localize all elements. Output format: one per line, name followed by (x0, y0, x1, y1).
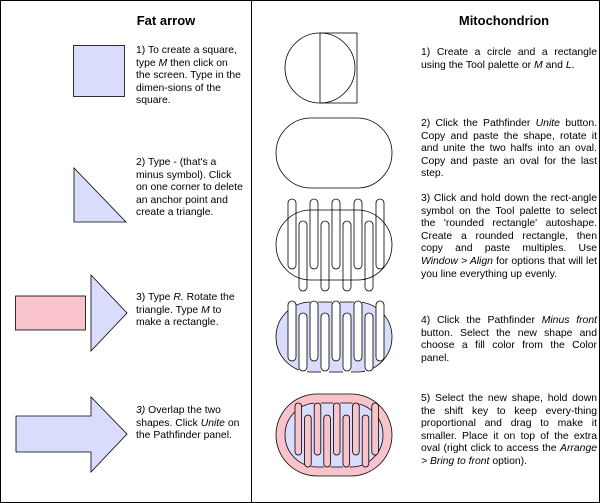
step-text: 4) Click the Pathfinder (421, 315, 542, 326)
rounded-rectangle-shape (364, 220, 374, 292)
step-number: 3) (136, 405, 146, 416)
rectangle-outline-shape (319, 32, 358, 104)
step-text: button. Copy and paste the shape, rotate… (421, 118, 597, 180)
fat-arrow-step-2: 2) Type - (that's a minus symbol). Click… (136, 157, 244, 220)
circle-rectangle-figure (284, 32, 358, 104)
rounded-rectangle-shape (331, 198, 341, 270)
rounded-rectangle-shape (309, 198, 319, 270)
step-key: Unite (535, 118, 560, 129)
minus-front-shape (275, 301, 393, 373)
cut-slot-outline (331, 300, 341, 362)
minus-front-figure (275, 300, 393, 373)
fat-arrow-step-1: 1) To create a square, type M then click… (136, 45, 244, 108)
mito-step-2: 2) Click the Pathfinder Unite button. Co… (421, 118, 597, 181)
step-text: . (571, 59, 575, 71)
fat-arrow-step-4: 3) Overlap the two shapes. Click Unite o… (136, 405, 244, 443)
fat-arrow-title: Fat arrow (136, 13, 196, 28)
cristae-slot-outline (313, 402, 322, 456)
rounded-rectangle-shape (320, 220, 330, 292)
step-text: then click on the screen. Type in the di… (136, 57, 241, 107)
cristae-slot-outline (371, 402, 379, 456)
rounded-rectangles-figure (275, 198, 393, 292)
cristae-slot-outline (294, 402, 302, 456)
step-text: 1) To create a square, type (136, 45, 237, 69)
mitochondrion-title: Mitochondrion (458, 13, 550, 28)
fat-arrow-step-3: 3) Type R. Rotate the triangle. Type M t… (136, 292, 244, 330)
step-key: M (158, 57, 168, 69)
oval-shape (275, 117, 393, 189)
mito-step-5: 5) Select the new shape, hold down the s… (421, 393, 597, 469)
step-text: for options that will let you line every… (421, 255, 597, 280)
cut-slot-outline (375, 300, 385, 362)
step-text: 1) Create a circle and a rectangle using… (421, 47, 597, 71)
cristae-slot-outline (342, 414, 350, 468)
oval-figure (275, 117, 393, 189)
cut-slot-outline (342, 312, 352, 372)
mitochondrion-figure (275, 393, 393, 477)
mito-step-1: 1) Create a circle and a rectangle using… (421, 47, 597, 72)
mito-step-4: 4) Click the Pathfinder Minus front butt… (421, 315, 597, 365)
step-text: Rotate the triangle. Type (136, 292, 235, 316)
step-text: 2) Click the Pathfinder (421, 118, 536, 129)
rectangle-triangle-figure (15, 273, 128, 353)
cut-slot-outline (353, 300, 363, 362)
fat-arrow-shape (15, 396, 128, 474)
step-text: and (542, 59, 566, 71)
step-key: R. (173, 292, 184, 303)
mito-step-3: 3) Click and hold down the rect-angle sy… (421, 193, 597, 281)
rounded-rectangle-shape (298, 220, 308, 292)
step-key: Minus front (541, 315, 597, 326)
square-figure (73, 45, 125, 97)
fat-arrow-figure (15, 396, 128, 474)
column-divider (251, 1, 252, 502)
triangle-figure (73, 167, 127, 223)
rounded-rectangle-shape (353, 198, 363, 270)
step-text: 3) Click and hold down the rect-angle sy… (421, 193, 597, 255)
step-key: Window > Align (421, 255, 493, 267)
rotated-triangle-shape (90, 273, 128, 353)
cut-slot-outline (364, 312, 374, 372)
cut-slot-outline (298, 312, 308, 372)
step-key: Unite (200, 417, 225, 429)
cristae-slot-outline (304, 414, 312, 468)
cristae-slot-outline (361, 414, 370, 468)
cristae-slot-outline (352, 402, 360, 456)
step-key: M (201, 304, 210, 316)
cristae-slot-outline (333, 402, 341, 456)
step-key: L (565, 59, 572, 71)
cristae-slot-outline (323, 414, 331, 468)
step-key: Arrange > Bring to front (421, 443, 597, 467)
triangle-shape (73, 167, 127, 223)
cut-slot-outline (320, 312, 330, 372)
rounded-rectangle-shape (375, 198, 385, 270)
step-text: 3) Type (136, 292, 174, 303)
cut-slot-outline (287, 300, 297, 362)
cut-slot-outline (309, 300, 319, 362)
step-text: on the Pathfinder panel. (136, 417, 240, 442)
rectangle-shape (15, 295, 86, 331)
square-shape (73, 45, 125, 97)
step-key: M (534, 59, 543, 71)
step-text: Overlap the two shapes. Click (136, 405, 221, 429)
rounded-rectangle-shape (342, 220, 352, 292)
step-text: to make a rectangle. (136, 304, 222, 329)
oval-shape (275, 209, 393, 281)
step-text: 5) Select the new shape, hold down the s… (421, 393, 597, 455)
step-text: option). (489, 455, 527, 467)
step-text: 2) Type - (that's a minus symbol). Click… (136, 157, 243, 219)
step-text: button. Select the new shape and choose … (421, 327, 597, 364)
inner-membrane-shape (284, 402, 384, 468)
rounded-rectangle-shape (287, 198, 297, 270)
